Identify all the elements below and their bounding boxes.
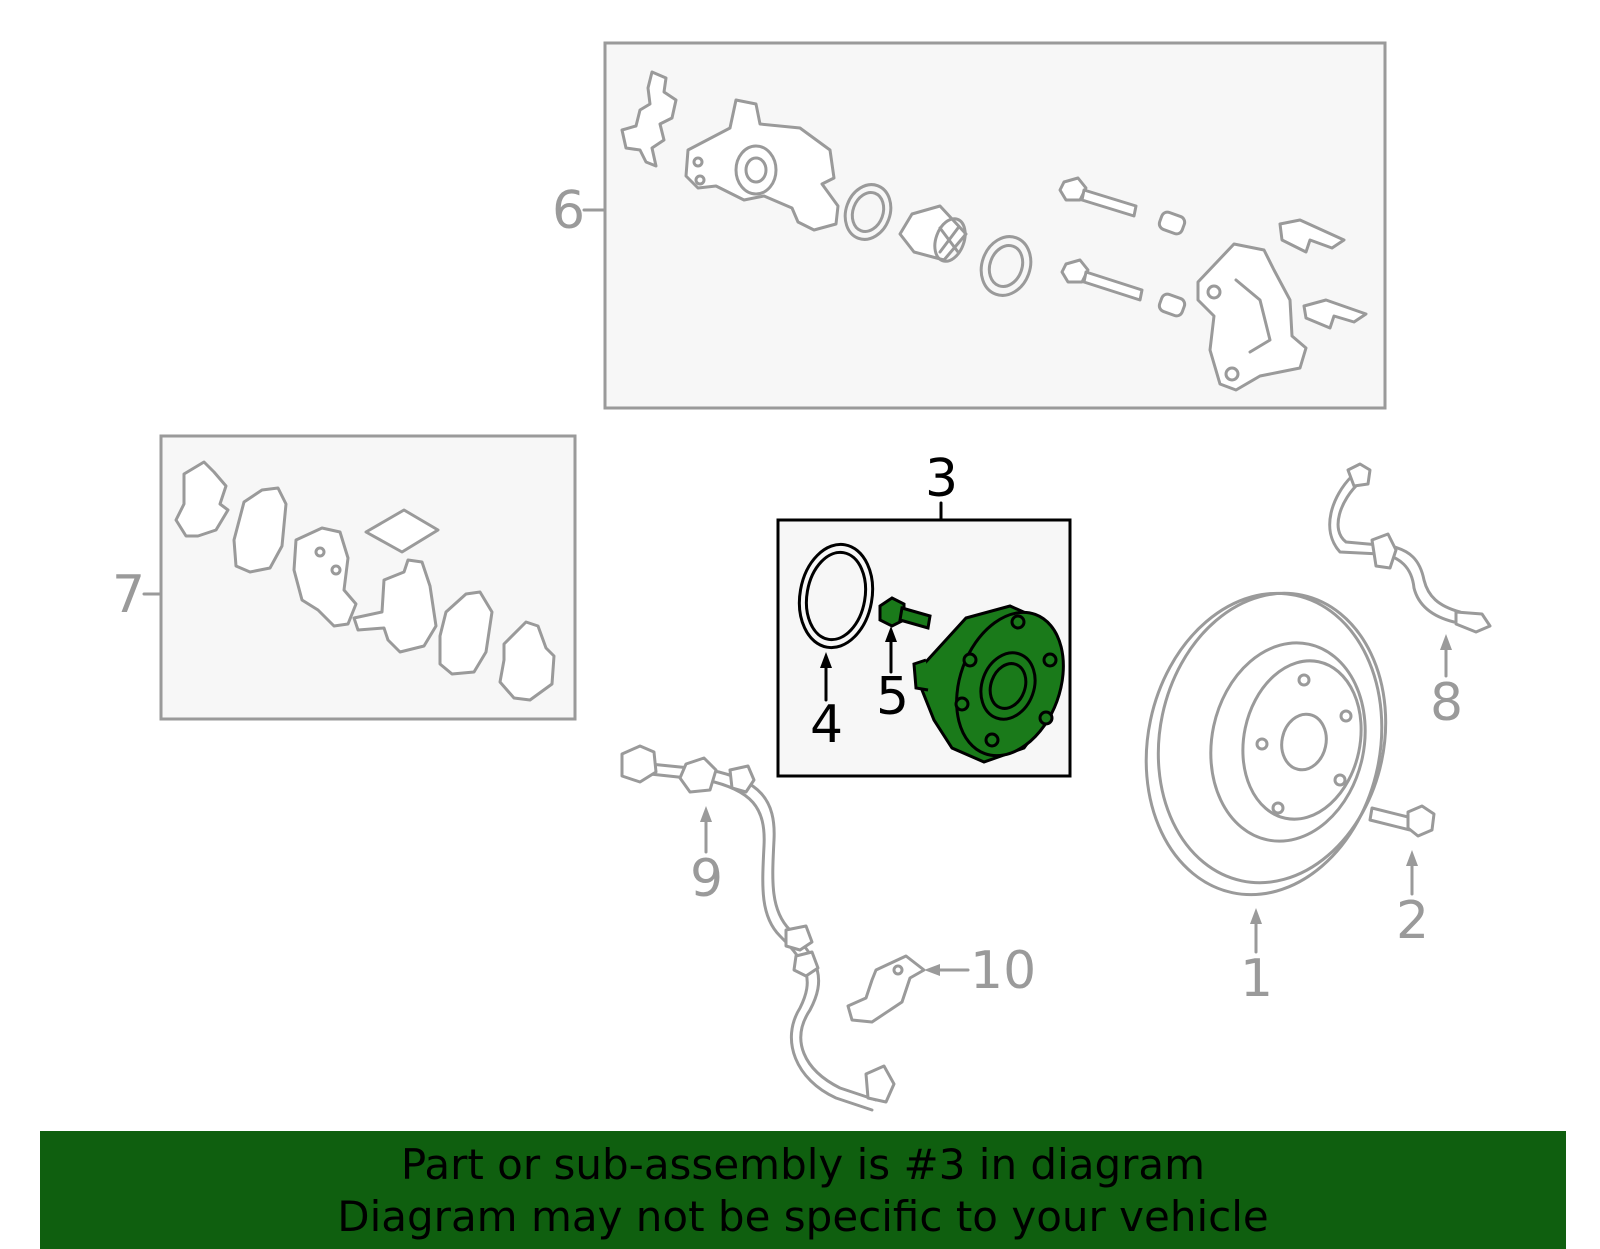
wheel-speed-sensor[interactable]: 9 [620, 744, 896, 1112]
callout-10: 10 [970, 941, 1036, 1001]
callout-6: 6 [552, 181, 585, 241]
caliper-body [684, 98, 840, 232]
callout-3: 3 [925, 449, 958, 509]
banner-line-2: Diagram may not be specific to your vehi… [337, 1192, 1269, 1241]
caliper-clip [620, 70, 678, 168]
banner-line-1: Part or sub-assembly is #3 in diagram [400, 1140, 1206, 1189]
guide-pin-lower [1060, 258, 1144, 302]
piston-boot [979, 235, 1033, 297]
pad-clip-left [174, 460, 230, 538]
callout-1: 1 [1240, 949, 1273, 1009]
brake-pad-2 [292, 526, 358, 628]
brake-pad-3 [352, 558, 438, 654]
callout-8: 8 [1430, 673, 1463, 733]
brake-pad-4 [438, 590, 494, 676]
callout-4: 4 [810, 695, 843, 755]
brake-pad-1 [232, 486, 288, 574]
pad-wear-shim [364, 508, 440, 554]
piston-seal [843, 183, 893, 241]
callout-7: 7 [112, 565, 145, 625]
caliper-bracket [1196, 242, 1308, 392]
pin-bushing-upper [1157, 210, 1187, 236]
hub-bolt [878, 596, 932, 630]
callout-5: 5 [876, 667, 909, 727]
highlight-info-banner: Part or sub-assembly is #3 in diagram Di… [40, 1131, 1566, 1249]
brake-pad-group[interactable]: 7 [112, 434, 577, 721]
pad-clip-right [498, 620, 556, 702]
pin-bushing-lower [1157, 292, 1187, 318]
sensor-bracket[interactable]: 10 [846, 941, 1036, 1024]
pad-shim-lower [1302, 298, 1368, 330]
callout-9: 9 [690, 849, 723, 909]
caliper-assembly-group[interactable]: 6 [552, 41, 1387, 410]
wheel-hub-bearing [912, 604, 1065, 764]
brake-hose[interactable]: 8 [1328, 462, 1492, 733]
hub-assembly-group[interactable]: 3 4 5 [776, 449, 1082, 778]
brake-disc[interactable]: 1 [1119, 571, 1412, 1009]
guide-pin-upper [1058, 176, 1138, 218]
pad-shim-upper [1278, 218, 1346, 254]
callout-2: 2 [1396, 891, 1429, 951]
o-ring [797, 542, 875, 650]
disc-screw[interactable]: 2 [1368, 804, 1436, 951]
